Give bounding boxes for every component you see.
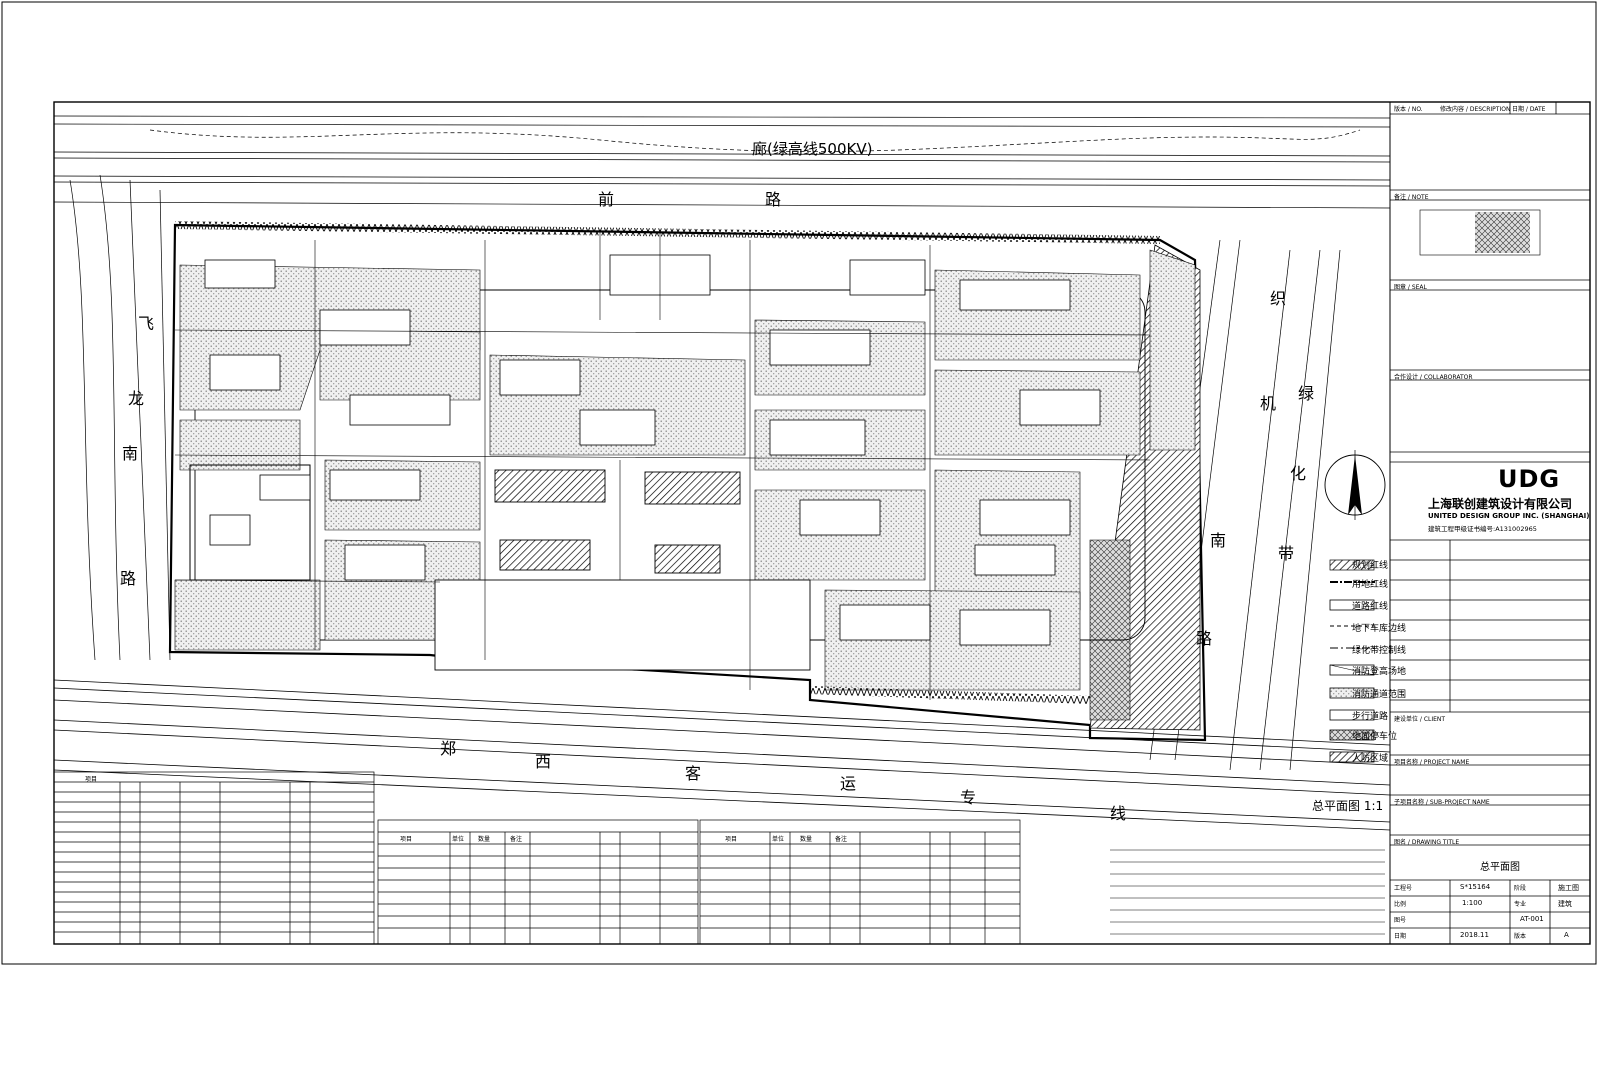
tb-version: A: [1564, 931, 1569, 939]
east-road-char-5: 带: [1278, 544, 1295, 563]
legend-item-green-belt-line: 绿化带控制线: [1352, 646, 1407, 656]
south-rail-char-4: 运: [840, 774, 857, 793]
tb-subproject-header: 子项目名称 / SUB-PROJECT NAME: [1394, 799, 1490, 806]
tb-note-header: 备注 / NOTE: [1394, 194, 1429, 201]
east-road-char-3: 绿: [1298, 384, 1315, 403]
table-2-col-note: 备注: [510, 836, 523, 843]
west-road-char-4: 路: [120, 569, 137, 588]
tb-date-header: 日期 / DATE: [1512, 106, 1546, 113]
south-rail-char-2: 西: [535, 752, 552, 771]
west-road-char-3: 南: [122, 444, 139, 463]
tb-version-label: 版本: [1514, 933, 1527, 940]
table-1-col-item: 项目: [85, 776, 98, 783]
legend-item-fire-lane: 消防通道范围: [1352, 690, 1407, 700]
company-logo: UDG: [1498, 465, 1561, 493]
tb-client-header: 建设单位 / CLIENT: [1394, 716, 1446, 723]
company-name-en: UNITED DESIGN GROUP INC. (SHANGHAI): [1428, 512, 1590, 520]
table-2-col-unit: 单位: [452, 836, 465, 843]
legend-item-road-red-line: 道路红线: [1352, 602, 1389, 612]
table-3-col-item: 项目: [725, 836, 738, 843]
south-rail-char-6: 线: [1110, 804, 1127, 823]
tb-drawing-title-header: 图名 / DRAWING TITLE: [1394, 839, 1460, 846]
tb-scale-label: 比例: [1394, 901, 1407, 908]
tb-discipline-label: 专业: [1514, 901, 1527, 908]
legend-item-land-red-line: 用地红线: [1352, 580, 1389, 590]
legend-item-garage-line: 地下车库边线: [1352, 624, 1407, 634]
legend-item-planning-red-line: 规划红线: [1352, 561, 1389, 571]
north-road-label-b: 路: [765, 190, 782, 209]
south-rail-char-3: 客: [685, 764, 702, 783]
tb-status: 施工图: [1558, 884, 1579, 892]
tb-drawing-title: 总平面图: [1480, 862, 1520, 873]
tb-project-header: 项目名称 / PROJECT NAME: [1394, 759, 1470, 766]
tb-status-label: 阶段: [1514, 885, 1527, 892]
south-rail-char-1: 郑: [440, 739, 457, 758]
corridor-label: 廊(绿高线500KV): [752, 140, 873, 158]
tb-project-no-label: 工程号: [1394, 885, 1413, 892]
legend-item-walkway: 步行道路: [1352, 712, 1389, 722]
tb-drawing-no-label: 图号: [1394, 917, 1407, 924]
south-rail-char-5: 专: [960, 788, 977, 807]
table-3-col-unit: 单位: [772, 836, 785, 843]
tb-drawing-no: AT-001: [1520, 915, 1544, 923]
table-2-col-item: 项目: [400, 836, 413, 843]
east-road-char-1: 织: [1270, 289, 1287, 308]
table-3-col-note: 备注: [835, 836, 848, 843]
tb-project-no: S*15164: [1460, 883, 1491, 891]
tb-rev-header: 版本 / NO.: [1394, 106, 1423, 113]
tb-scale: 1:100: [1462, 899, 1483, 907]
tb-date-label: 日期: [1394, 933, 1407, 940]
drawing-tag: 总平面图 1:1: [1312, 799, 1384, 813]
east-road-char-6: 南: [1210, 531, 1227, 550]
tb-collab-header: 合作设计 / COLLABORATOR: [1394, 374, 1473, 381]
table-3-col-qty: 数量: [800, 836, 813, 843]
legend-item-civil-defense: 人防区域: [1352, 754, 1389, 764]
tb-discipline: 建筑: [1558, 900, 1572, 908]
company-name-cn: 上海联创建筑设计有限公司: [1428, 497, 1573, 511]
table-2-col-qty: 数量: [478, 836, 491, 843]
legend-item-parking: 地面停车位: [1352, 732, 1398, 742]
north-road-label-a: 前: [598, 190, 615, 209]
west-road-char-1: 飞: [138, 314, 155, 333]
east-road-char-2: 机: [1260, 394, 1277, 413]
legend-item-fire-ground: 消防登高场地: [1352, 667, 1407, 677]
tb-desc-header: 修改内容 / DESCRIPTION: [1440, 106, 1511, 113]
tb-date: 2018.11: [1460, 931, 1489, 939]
west-road-char-2: 龙: [128, 389, 145, 408]
east-road-char-7: 路: [1196, 629, 1213, 648]
tb-seal-header: 图章 / SEAL: [1394, 284, 1427, 291]
east-road-char-4: 化: [1290, 464, 1307, 483]
company-cert: 建筑工程甲级证书编号:A131002965: [1428, 525, 1537, 533]
